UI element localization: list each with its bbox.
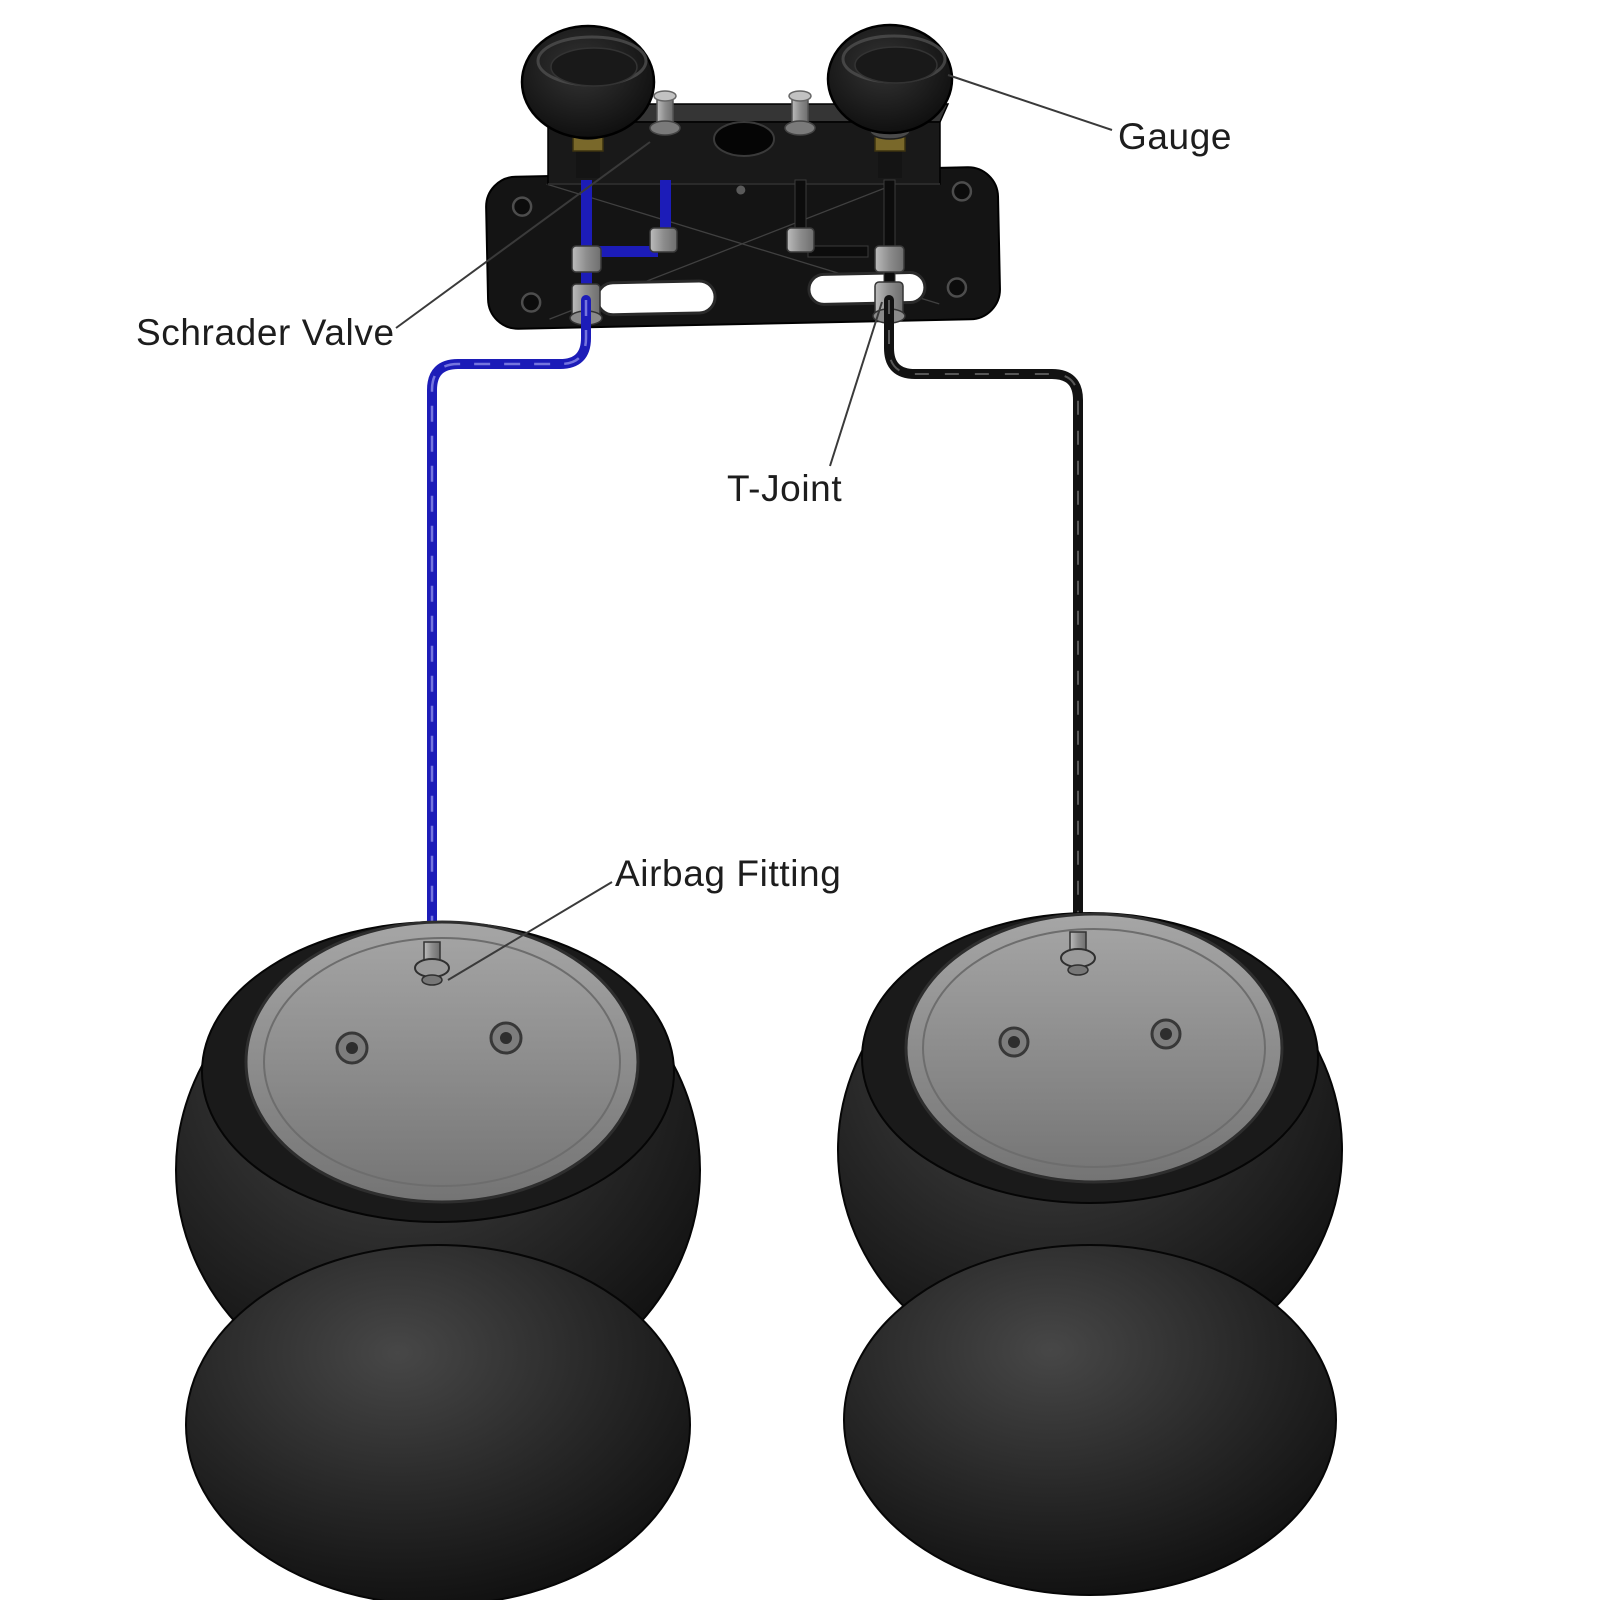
leader-line-schrader-valve bbox=[395, 141, 651, 329]
label-t-joint: T-Joint bbox=[727, 468, 843, 509]
airbag-right-bolts bbox=[998, 1018, 1182, 1058]
right-air-line bbox=[884, 295, 1083, 943]
airbag-left bbox=[175, 920, 701, 1600]
gauge-left bbox=[520, 24, 656, 178]
mounting-slot-right bbox=[807, 271, 927, 306]
airbag-left-bolts bbox=[335, 1021, 523, 1065]
plate-screw-holes bbox=[511, 181, 973, 313]
schrader-valve-left bbox=[649, 90, 681, 136]
airbag-right-top-plate bbox=[904, 912, 1284, 1184]
airbag-fitting-right bbox=[1060, 931, 1096, 976]
airbag-fitting-left bbox=[414, 941, 450, 986]
schrader-valve-right bbox=[784, 90, 816, 136]
label-schrader-valve: Schrader Valve bbox=[136, 312, 395, 353]
airbag-right bbox=[837, 912, 1343, 1596]
mounting-slot-left bbox=[595, 279, 717, 317]
gauge-right bbox=[826, 23, 954, 178]
label-gauge: Gauge bbox=[1118, 116, 1233, 157]
leader-line-gauge bbox=[947, 74, 1113, 131]
left-air-line bbox=[427, 295, 591, 953]
manifold-mounting-plate bbox=[485, 166, 1001, 330]
leader-line-t-joint bbox=[829, 301, 883, 467]
leader-lines bbox=[395, 74, 1113, 981]
manifold-center-hole bbox=[713, 121, 775, 157]
label-airbag-fitting: Airbag Fitting bbox=[615, 853, 842, 894]
airbag-left-top-plate bbox=[244, 920, 640, 1204]
leader-line-airbag-fitting bbox=[447, 881, 613, 981]
plate-center-mark bbox=[736, 185, 746, 195]
